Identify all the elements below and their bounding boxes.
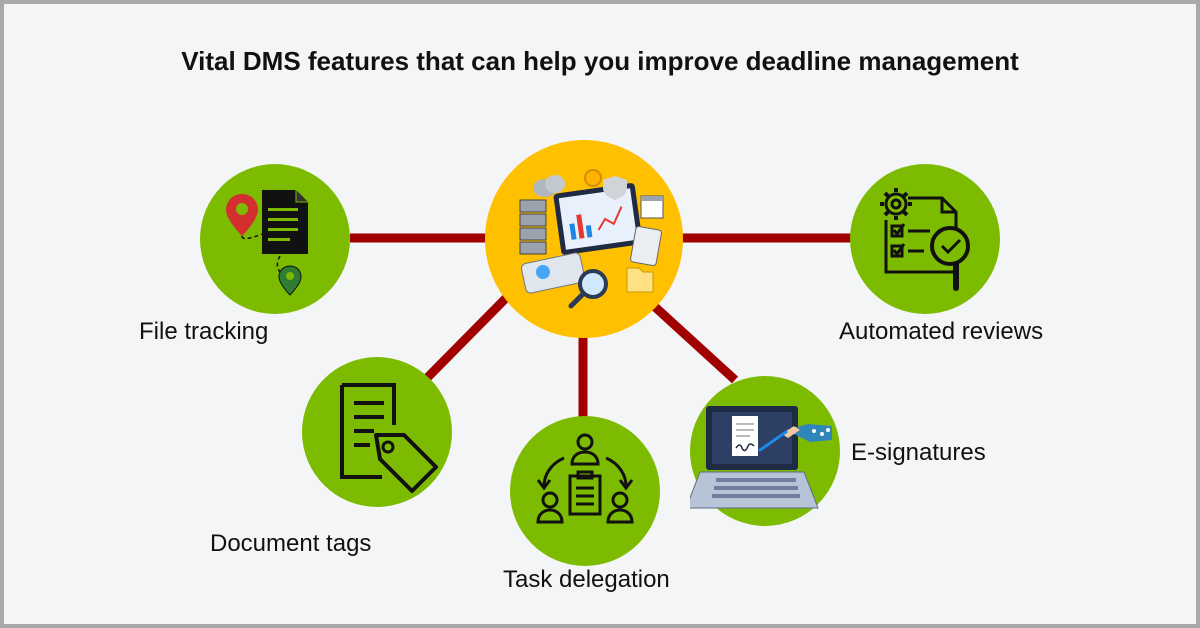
connector-e-signatures	[650, 302, 739, 384]
label-e-signatures: E-signatures	[851, 439, 986, 466]
document-tag-icon	[340, 383, 438, 493]
label-document-tags: Document tags	[210, 530, 372, 557]
label-file-tracking: File tracking	[139, 318, 269, 345]
team-delegation-icon	[536, 433, 634, 524]
document-tags-node	[302, 357, 452, 507]
dms-dashboard-icon	[519, 169, 664, 309]
task-delegation-node	[510, 416, 660, 566]
diagram-title: Vital DMS features that can help you imp…	[181, 46, 1019, 76]
review-checklist-icon	[880, 188, 970, 291]
label-task-delegation: Task delegation	[503, 566, 670, 593]
location-document-icon	[226, 190, 308, 296]
center-node	[485, 140, 683, 338]
automated-reviews-node	[850, 164, 1000, 314]
file-tracking-node	[200, 164, 350, 314]
laptop-signature-icon	[690, 406, 832, 509]
e-signatures-node	[690, 376, 840, 526]
label-automated-reviews: Automated reviews	[839, 318, 1044, 345]
connector-document-tags	[421, 292, 512, 384]
